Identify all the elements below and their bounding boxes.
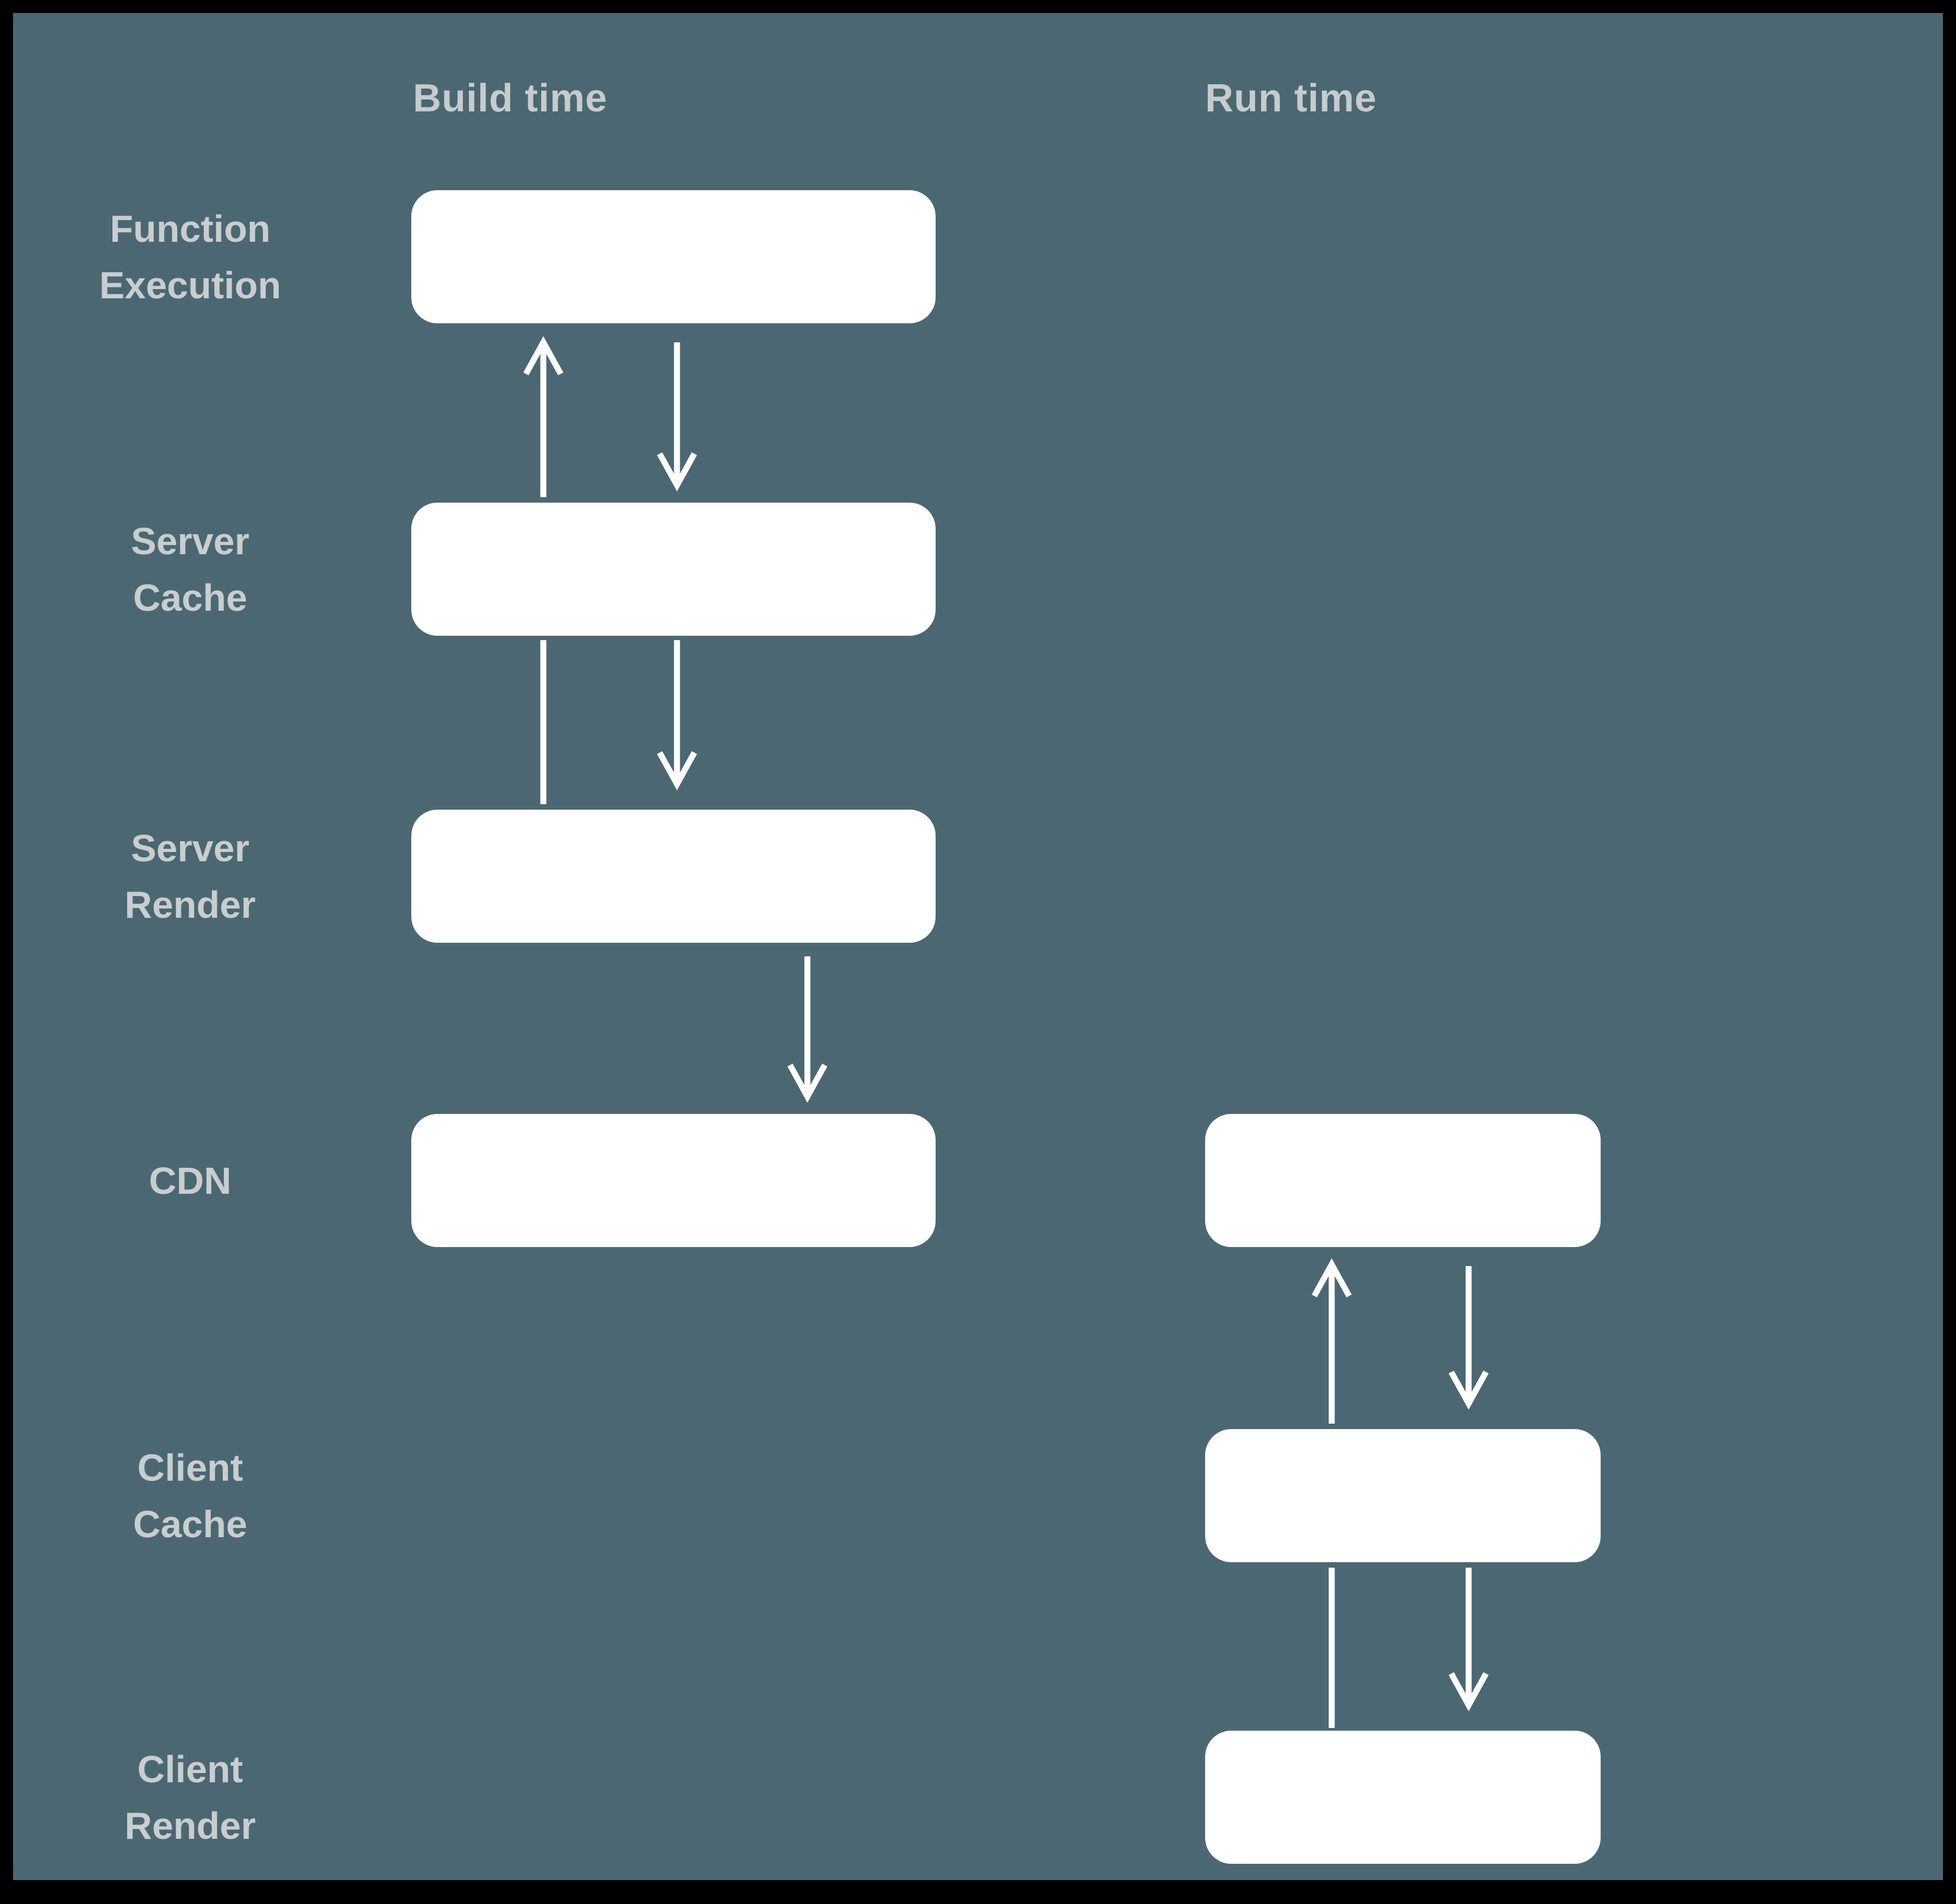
row-label-cdn: CDN — [149, 1159, 231, 1202]
box-run-client-render — [1205, 1731, 1601, 1864]
row-label-client-render: Client Render — [124, 1748, 256, 1847]
column-header-run-time: Run time — [1205, 77, 1377, 120]
arrow-down-server-cache-to-server-render-icon — [657, 640, 697, 791]
arrow-up-server-cache-to-function-execution-icon — [523, 336, 563, 497]
arrow-up-client-cache-to-cdn-icon — [1312, 1258, 1352, 1424]
row-label-function-execution: Function Execution — [99, 207, 281, 306]
box-build-cdn — [411, 1114, 936, 1247]
box-run-client-cache — [1205, 1429, 1601, 1562]
arrow-down-server-render-to-cdn-icon — [787, 956, 827, 1103]
arrow-down-function-execution-to-server-cache-icon — [657, 342, 697, 492]
box-run-cdn — [1205, 1114, 1601, 1247]
box-build-server-cache — [411, 503, 936, 636]
row-label-server-cache: Server Cache — [131, 519, 249, 619]
column-header-build-time: Build time — [413, 77, 608, 120]
box-build-server-render — [411, 810, 936, 943]
arrow-down-client-cache-to-client-render-icon — [1449, 1568, 1489, 1712]
arrow-down-cdn-to-client-cache-icon — [1449, 1266, 1489, 1410]
row-label-server-render: Server Render — [124, 826, 256, 926]
box-build-function-execution — [411, 190, 936, 323]
row-label-client-cache: Client Cache — [133, 1446, 248, 1545]
